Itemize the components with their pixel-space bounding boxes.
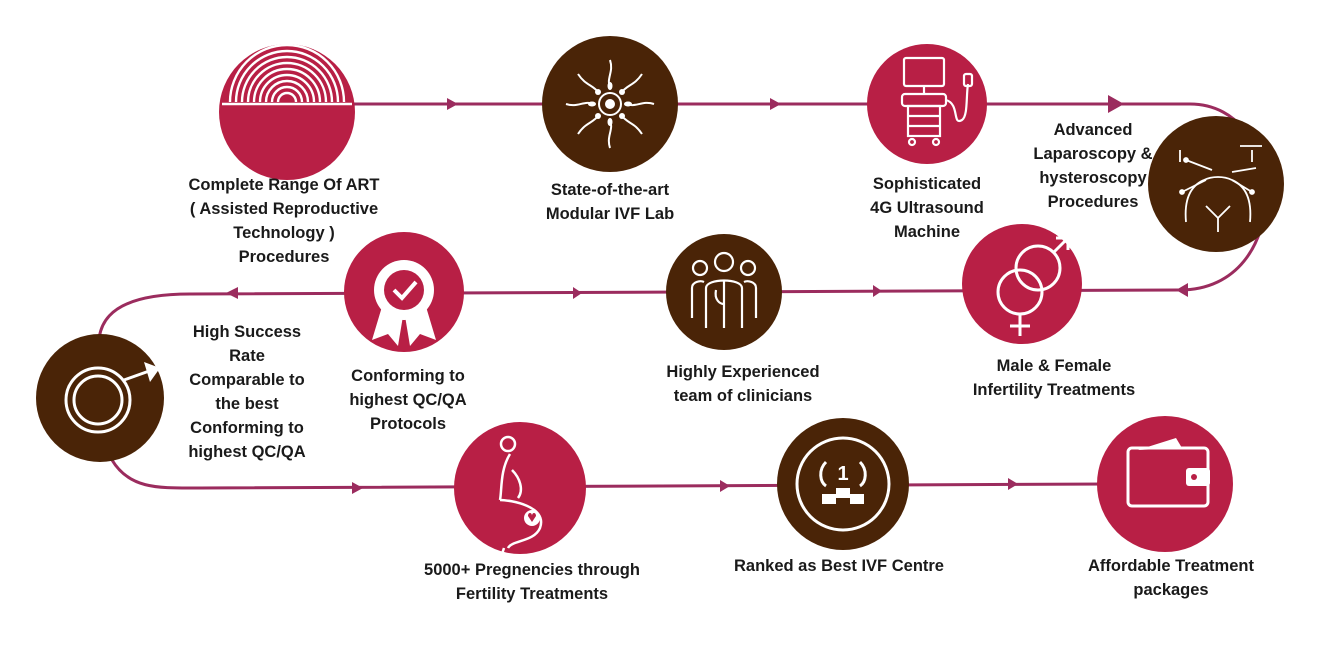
step-1-node — [219, 43, 355, 180]
step-7-label: Conforming to highest QC/QA Protocols — [349, 367, 467, 433]
arrow-head — [447, 98, 458, 110]
arrow-head — [1108, 95, 1124, 113]
gender-symbols-icon — [996, 236, 1070, 336]
arrow-head — [720, 480, 730, 492]
step-10-label: Ranked as Best IVF Centre — [734, 557, 944, 575]
arrow-head — [1176, 283, 1188, 297]
pregnant-woman-icon — [498, 435, 543, 561]
step-11-label: Affordable Treatment packages — [1088, 557, 1254, 599]
podium-trophy-icon: 1 — [795, 436, 891, 532]
arrow-head — [873, 285, 882, 297]
path-arrows — [226, 95, 1188, 494]
step-4-label: Advanced Laparoscopy & hysteroscopy Proc… — [1033, 121, 1153, 211]
step-8-node — [36, 334, 164, 462]
laparoscopy-icon — [1179, 145, 1262, 232]
step-10-node: 1 — [777, 418, 909, 550]
step-9-label: 5000+ Pregnencies through Fertility Trea… — [424, 561, 640, 603]
arrow-head — [1008, 478, 1018, 490]
step-1-label: Complete Range Of ART ( Assisted Reprodu… — [188, 176, 380, 266]
step-5-label: Male & Female Infertility Treatments — [972, 357, 1136, 399]
step-6-label: Highly Experienced team of clinicians — [666, 363, 820, 405]
wallet-icon — [1126, 438, 1210, 508]
arrow-head — [352, 482, 363, 494]
step-4-node — [1148, 116, 1284, 252]
step-2-label: State-of-the-art Modular IVF Lab — [545, 181, 675, 223]
arrow-head — [770, 98, 781, 110]
step-7-node — [344, 232, 464, 352]
arrow-head — [573, 287, 582, 299]
step-11-node — [1097, 416, 1233, 552]
award-badge-icon — [372, 260, 436, 346]
svg-text:1: 1 — [837, 463, 848, 485]
clinicians-team-icon — [690, 251, 758, 328]
step-6-node — [666, 234, 782, 350]
male-symbol-icon — [64, 362, 160, 434]
step-3-label: Sophisticated 4G Ultrasound Machine — [870, 175, 984, 241]
step-5-node — [962, 224, 1082, 344]
ultrasound-machine-icon — [900, 56, 974, 147]
rainbow-arcs-icon — [228, 43, 346, 103]
arrow-head — [226, 287, 238, 299]
step-8-label: High Success Rate Comparable to the best… — [188, 323, 306, 461]
step-9-node — [454, 422, 586, 561]
step-3-node — [867, 44, 987, 164]
step-2-node — [542, 36, 678, 172]
